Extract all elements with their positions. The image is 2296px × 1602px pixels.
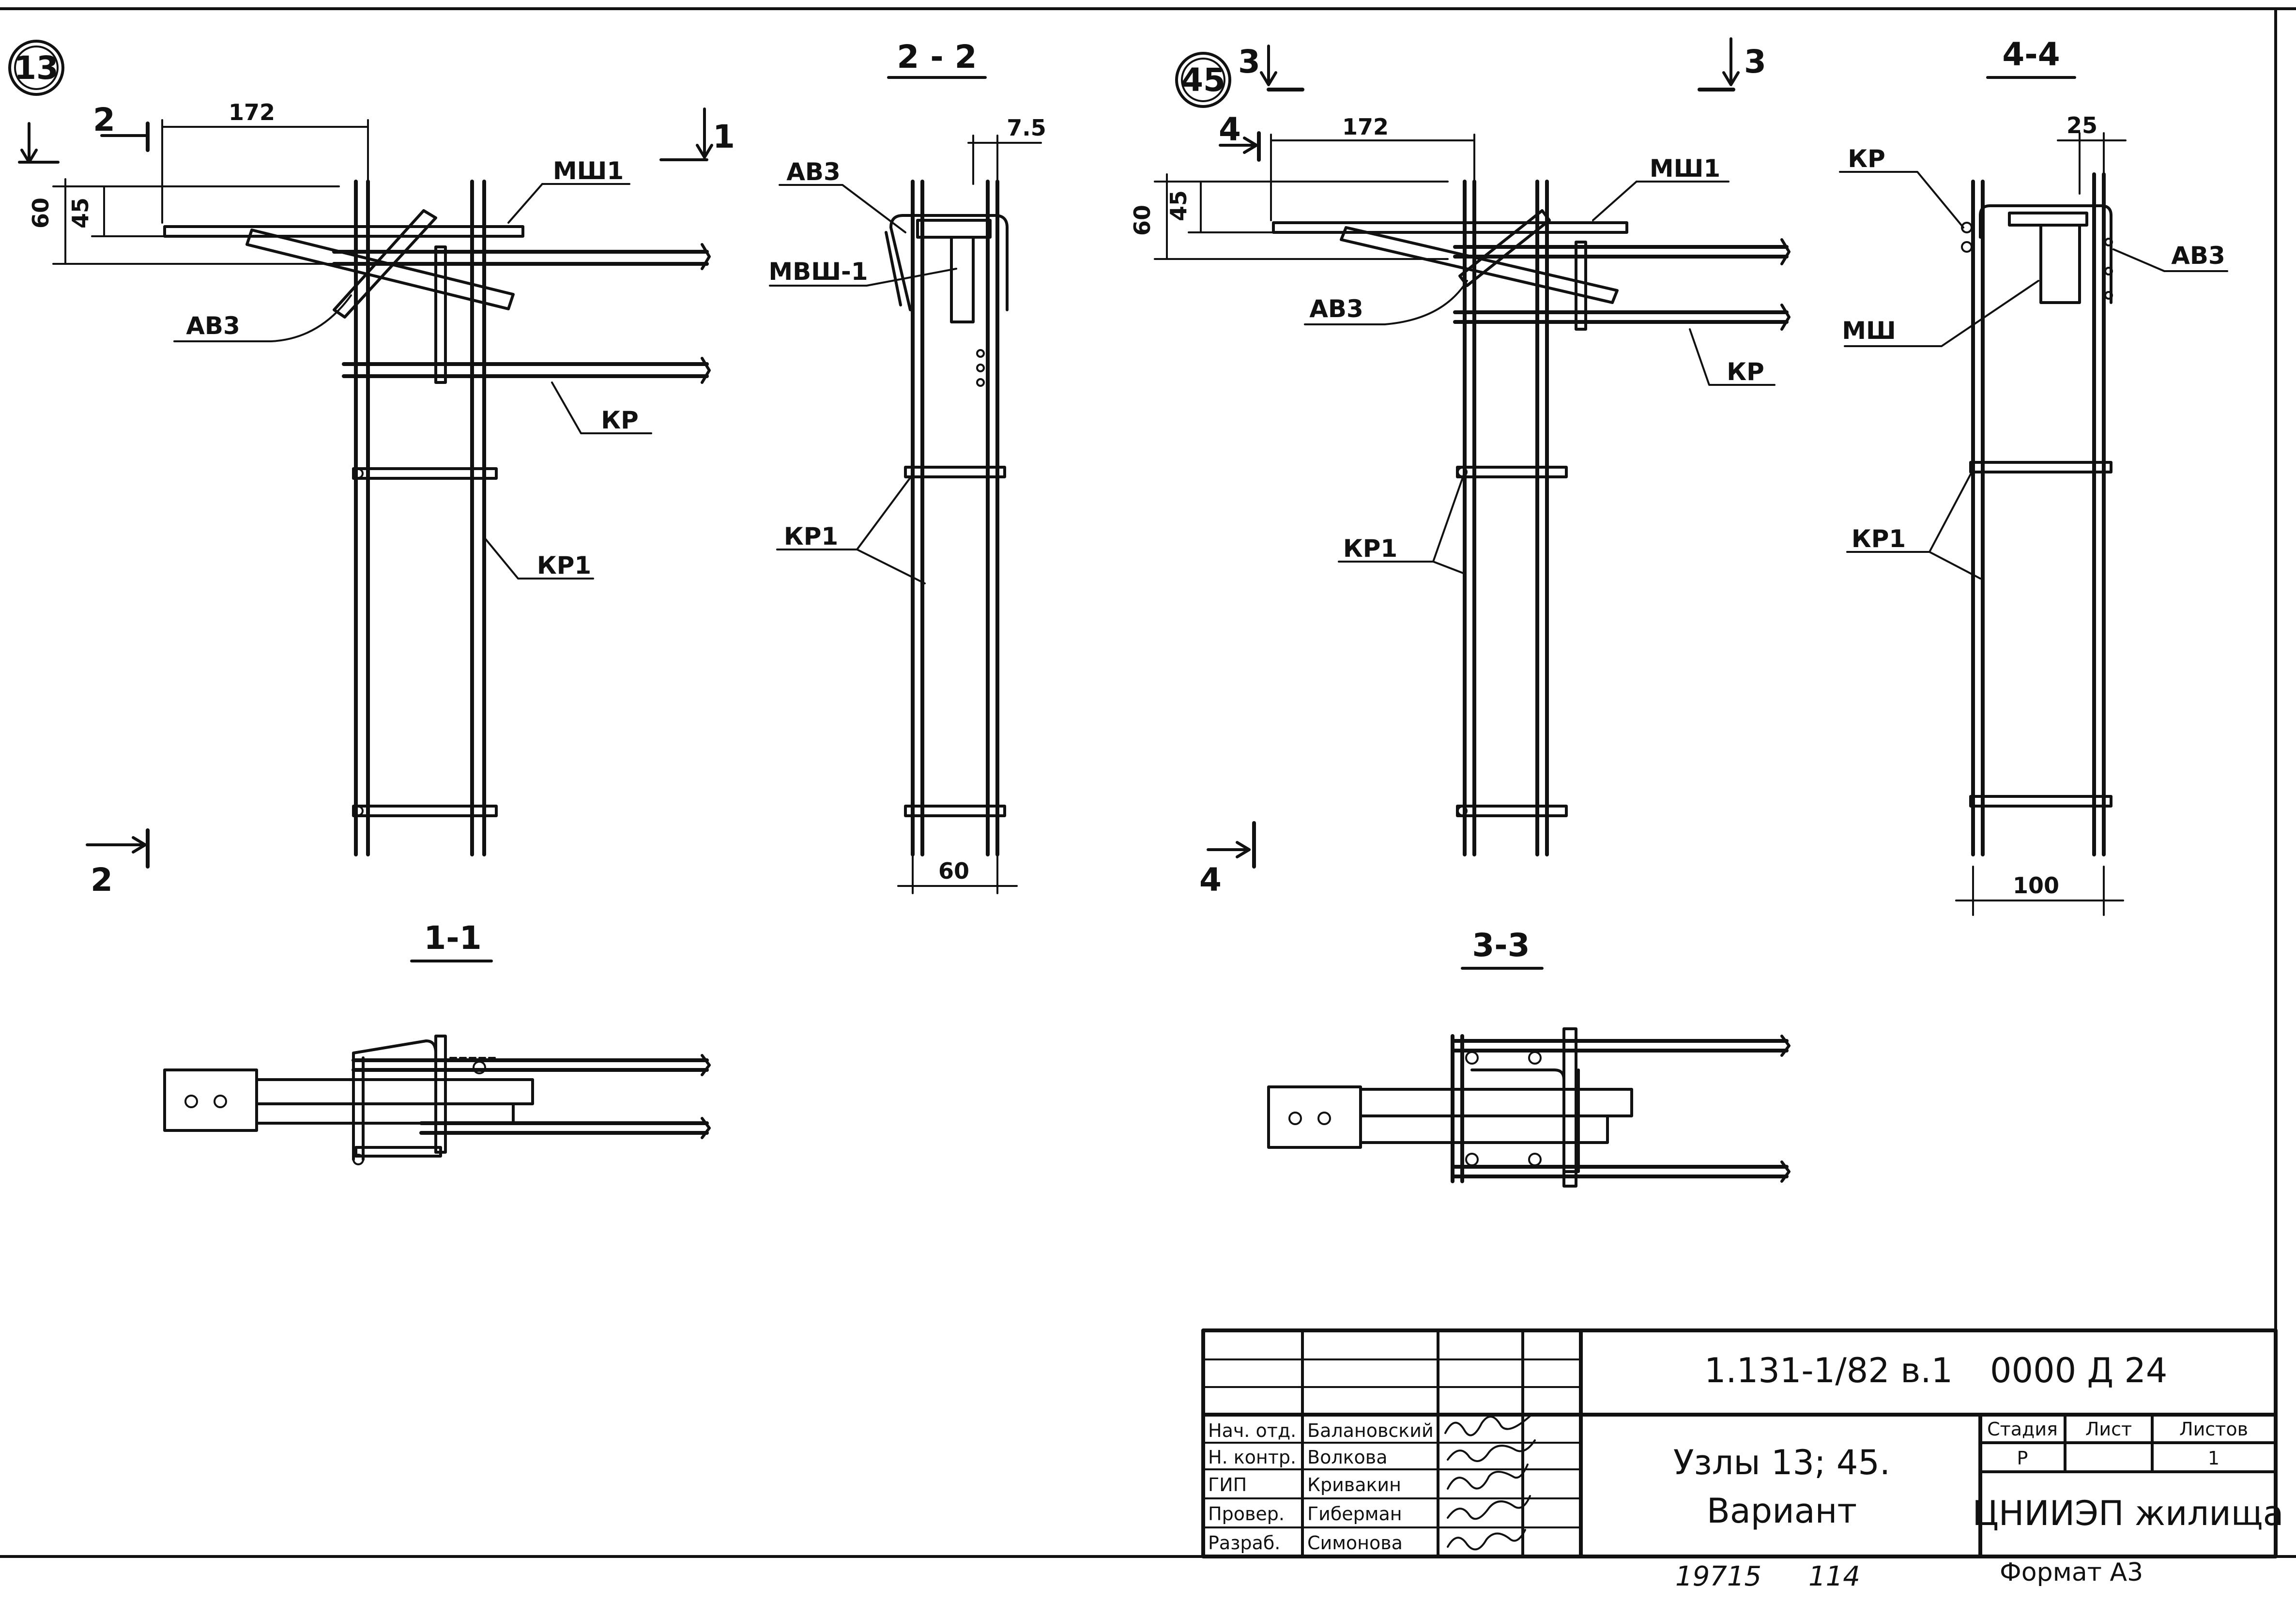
title-line-2: Вариант [1707, 1491, 1857, 1531]
stage-header: Стадия [1987, 1419, 2058, 1440]
section-4-4-label-kr1: КР1 [1852, 525, 1906, 553]
section-3-3: 3-3 [1267, 927, 1791, 1188]
inventory-number: 19715 [1675, 1561, 1761, 1592]
left-dim-45: 45 [67, 198, 93, 229]
signatures [1444, 1415, 1536, 1551]
node-45-circle [1175, 52, 1231, 108]
section-4-4: 4-4 25 100 КР АВ3 МШ КР1 [1839, 36, 2228, 916]
title-line-1: Узлы 13; 45. [1673, 1443, 1890, 1482]
node-45-label: 45 [1181, 61, 1225, 99]
section-4-4-label-msh: МШ [1842, 317, 1896, 345]
section-2-2-title: 2 - 2 [897, 38, 977, 76]
right-dim-60: 60 [1129, 205, 1155, 236]
cut-2-top: 2 [93, 101, 115, 138]
right-label-kr: КР [1727, 358, 1764, 386]
title-block: 1.131-1/82 в.1 0000 Д 24 Узлы 13; 45. Ва… [1201, 1328, 2284, 1558]
cut-3-left: 3 [1238, 43, 1260, 80]
staff-role-2: ГИП [1208, 1474, 1247, 1495]
left-dim-172: 172 [229, 99, 275, 125]
doc-suffix: 0000 Д 24 [1990, 1351, 2167, 1390]
staff-role-3: Провер. [1208, 1503, 1285, 1525]
inventory-sub: 114 [1808, 1561, 1860, 1592]
sheets-value: 1 [2208, 1448, 2219, 1469]
sheet-frame [0, 7, 2296, 1558]
node-13-elevation: 13 172 60 45 [8, 40, 735, 899]
section-3-3-title: 3-3 [1472, 927, 1530, 964]
section-4-4-title: 4-4 [2002, 36, 2060, 73]
cut-2-bottom: 2 [91, 861, 113, 899]
section-2-2-dim-7-5: 7.5 [1007, 115, 1046, 141]
section-2-2-label-av3: АВ3 [786, 158, 841, 186]
section-4-4-dim-100: 100 [2013, 872, 2059, 899]
staff-name-1: Волкова [1307, 1447, 1388, 1468]
section-1-1-title: 1-1 [424, 919, 481, 957]
section-4-4-label-kr: КР [1848, 145, 1885, 173]
right-label-msh1: МШ1 [1650, 154, 1720, 183]
section-2-2-dim-60: 60 [938, 858, 969, 884]
left-dim-60: 60 [28, 198, 54, 229]
cut-3-right: 3 [1744, 43, 1766, 80]
node-13-circle [8, 40, 64, 96]
section-2-2-label-mvsh1: МВШ-1 [768, 258, 868, 286]
right-dim-45: 45 [1165, 190, 1192, 221]
staff-role-4: Разраб. [1208, 1532, 1280, 1554]
sheets-header: Листов [2179, 1419, 2248, 1440]
stage-value: Р [2017, 1448, 2028, 1469]
cut-1-label: 1 [713, 118, 735, 155]
staff-name-2: Кривакин [1307, 1474, 1401, 1495]
section-4-4-dim-25: 25 [2066, 112, 2097, 138]
right-label-kr1: КР1 [1343, 534, 1397, 563]
section-2-2-label-kr1: КР1 [784, 522, 838, 550]
right-dim-172: 172 [1342, 114, 1389, 140]
staff-role-1: Н. контр. [1208, 1447, 1296, 1468]
cut-4-top: 4 [1219, 111, 1241, 148]
doc-code: 1.131-1/82 в.1 [1704, 1351, 1953, 1390]
organization: ЦНИИЭП жилища [1972, 1494, 2283, 1533]
cut-4-bottom: 4 [1199, 861, 1222, 899]
left-label-kr: КР [601, 406, 639, 434]
staff-name-0: Балановский [1307, 1420, 1434, 1441]
section-2-2: 2 - 2 7.5 60 АВ3 МВШ-1 КР1 [768, 38, 1046, 894]
section-4-4-label-av3: АВ3 [2171, 242, 2225, 270]
staff-name-4: Симонова [1307, 1532, 1403, 1554]
left-label-msh1: МШ1 [553, 157, 624, 185]
section-1-1: 1-1 [163, 919, 711, 1165]
left-label-kr1: КР1 [537, 551, 591, 580]
sheet-header: Лист [2085, 1419, 2132, 1440]
format-label: Формат А3 [2000, 1558, 2143, 1587]
node-45-elevation: 45 3 3 4 4 [1129, 37, 1791, 899]
right-label-av3: АВ3 [1309, 295, 1363, 323]
left-label-av3: АВ3 [186, 312, 240, 340]
node-13-label: 13 [14, 49, 59, 87]
staff-name-3: Гиберман [1307, 1503, 1402, 1525]
staff-role-0: Нач. отд. [1208, 1420, 1296, 1441]
